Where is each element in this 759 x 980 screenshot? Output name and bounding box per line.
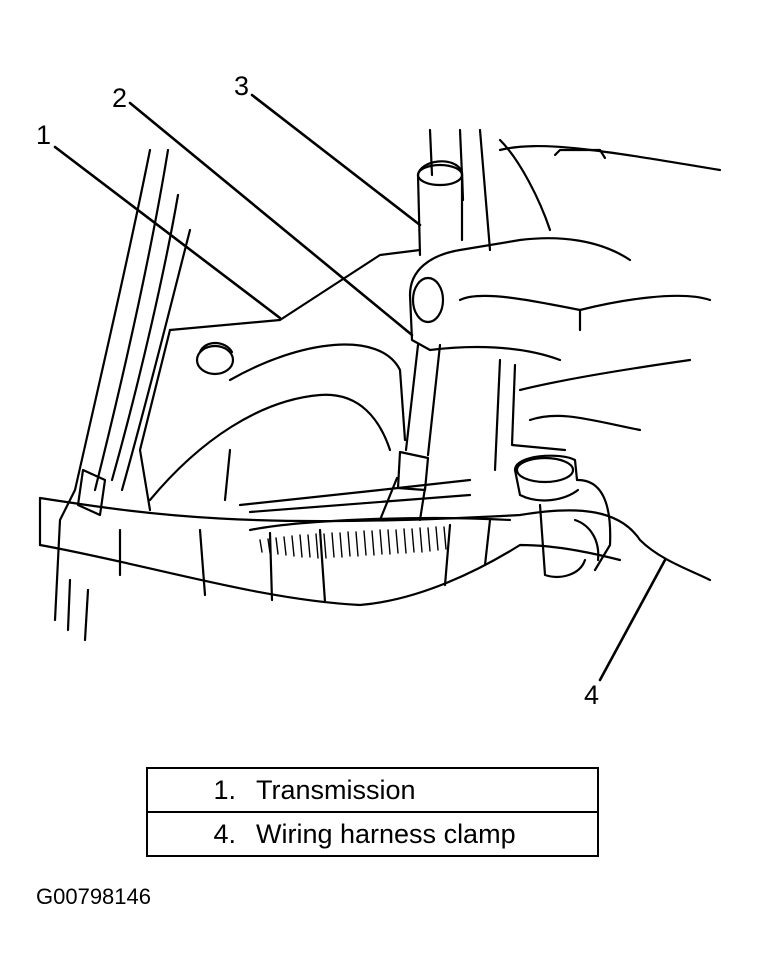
- transmission-harness-illustration: [38, 93, 722, 682]
- frame-rail: [53, 148, 192, 642]
- callout-4: 4: [584, 680, 600, 710]
- legend-number: 1.: [213, 774, 236, 805]
- leader-line-3: [250, 93, 422, 227]
- wiring-harness: [38, 496, 712, 607]
- harness-clamp: [513, 454, 612, 578]
- leader-lines: [53, 93, 667, 682]
- callout-1: 1: [36, 120, 52, 150]
- shift-lever-assembly: [408, 128, 722, 472]
- legend-row: 4. Wiring harness clamp: [148, 811, 597, 855]
- leader-line-4: [598, 558, 667, 682]
- legend-row: 1. Transmission: [148, 769, 597, 811]
- legend-label: Transmission: [256, 774, 416, 805]
- legend-number: 4.: [213, 818, 236, 849]
- leader-line-1: [53, 145, 282, 320]
- legend-label: Wiring harness clamp: [256, 818, 516, 849]
- transmission-housing: [138, 248, 472, 514]
- corrugated-conduit: [259, 526, 447, 559]
- leader-line-2: [128, 101, 414, 337]
- figure-id: G00798146: [36, 884, 151, 909]
- callout-2: 2: [112, 83, 128, 113]
- legend-table: 1. Transmission 4. Wiring harness clamp: [146, 767, 599, 857]
- callout-3: 3: [234, 71, 250, 101]
- shift-cable: [378, 343, 442, 522]
